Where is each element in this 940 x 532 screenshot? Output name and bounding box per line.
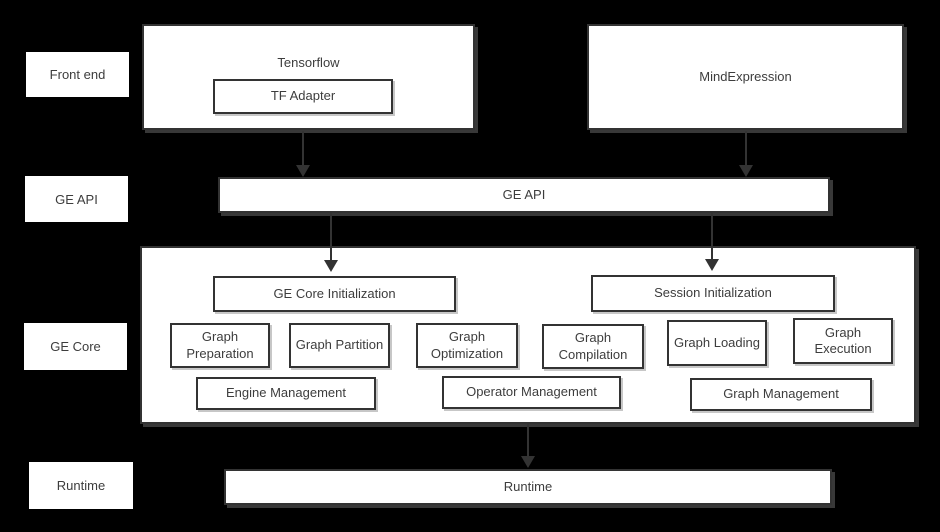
ge-api-bar-label: GE API [502, 186, 546, 202]
graph-optimization-label: Graph Optimization [430, 329, 504, 361]
arrow-shaft [302, 131, 304, 166]
arrow-shaft [745, 131, 747, 166]
runtime-bar: Runtime [224, 469, 832, 505]
ge-core-initialization-box: GE Core Initialization [213, 276, 456, 312]
mindexpression-box: MindExpression [587, 24, 904, 130]
stage-box-graph-loading: Graph Loading [667, 320, 767, 366]
arrow-down-icon [521, 456, 535, 468]
arrow-shaft [330, 212, 332, 261]
stage-box-graph-partition: Graph Partition [289, 323, 390, 368]
management-box-engine: Engine Management [196, 377, 376, 410]
session-initialization-box: Session Initialization [591, 275, 835, 312]
management-box-operator: Operator Management [442, 376, 621, 409]
ge-core-box: GE Core Initialization Session Initializ… [140, 246, 916, 424]
graph-management-label: Graph Management [723, 386, 839, 402]
arrow-shaft [527, 424, 529, 457]
graph-preparation-label: Graph Preparation [186, 329, 254, 361]
management-box-graph: Graph Management [690, 378, 872, 411]
stage-box-graph-execution: Graph Execution [793, 318, 893, 364]
mindexpression-label: MindExpression [699, 68, 792, 84]
session-initialization-label: Session Initialization [654, 285, 772, 301]
arrow-down-icon [296, 165, 310, 177]
tf-adapter-label: TF Adapter [270, 88, 336, 104]
runtime-bar-label: Runtime [503, 478, 553, 494]
graph-compilation-label: Graph Compilation [558, 330, 628, 362]
layer-label-runtime: Runtime [29, 462, 133, 509]
graph-loading-label: Graph Loading [673, 334, 760, 350]
graph-execution-label: Graph Execution [814, 324, 872, 356]
stage-box-graph-preparation: Graph Preparation [170, 323, 270, 368]
arrow-down-icon [705, 259, 719, 271]
tensorflow-label: Tensorflow [277, 55, 340, 70]
operator-management-label: Operator Management [466, 384, 597, 400]
layer-label-ge-core: GE Core [24, 323, 127, 370]
stage-box-graph-optimization: Graph Optimization [416, 323, 518, 368]
ge-api-bar: GE API [218, 177, 830, 213]
arrow-shaft [711, 212, 713, 260]
stage-box-graph-compilation: Graph Compilation [542, 324, 644, 369]
layer-label-front-end: Front end [26, 52, 129, 97]
arrow-down-icon [324, 260, 338, 272]
tf-adapter-box: TF Adapter [213, 79, 393, 114]
tensorflow-box: Tensorflow TF Adapter [142, 24, 475, 130]
ge-core-initialization-label: GE Core Initialization [273, 285, 396, 301]
engine-management-label: Engine Management [226, 385, 346, 401]
graph-partition-label: Graph Partition [295, 337, 384, 353]
layer-label-ge-api: GE API [25, 176, 128, 222]
arrow-down-icon [739, 165, 753, 177]
